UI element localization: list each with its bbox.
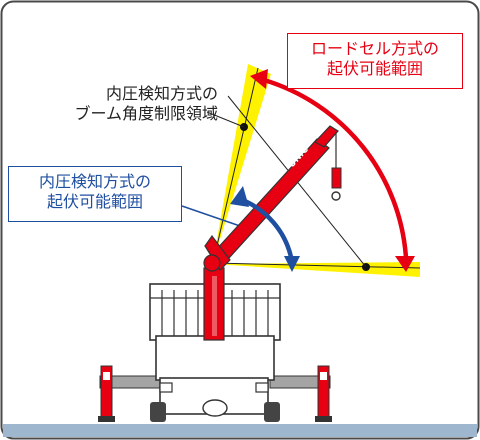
truck-cab [155,335,275,381]
boom-angle-limit-line-1: 内圧検知方式の [105,84,218,103]
load-cell-line-2: 起伏可能範囲 [326,59,423,78]
load-cell-range-label: ロードセル方式の 起伏可能範囲 [287,33,463,89]
left-wheel [150,402,166,422]
hook [331,191,341,201]
right-outrigger-beam [269,375,331,389]
boom-angle-leader [206,111,245,128]
pressure-sensing-line-2: 起伏可能範囲 [46,192,143,211]
lower-limit-line [212,262,421,269]
pressure-sensing-range-label: 内圧検知方式の 起伏可能範囲 [8,166,182,222]
boom-angle-limit-line-2: ブーム角度制限領域 [74,104,218,123]
left-jack-stripe [103,372,110,380]
column-highlight [212,276,217,336]
blue-arrow-head-upper [230,186,249,207]
right-wheel [264,402,280,422]
right-jack-stripe [320,372,327,380]
left-jack-pad [98,416,115,422]
red-arrow-head-upper [250,69,268,89]
upper-limit-line [212,67,259,264]
blue-arrow-head-lower [284,256,300,272]
right-jack-pad [315,416,332,422]
truck-tow-hook [202,399,228,417]
right-light [255,382,269,393]
boom-pivot [203,254,221,272]
left-light [159,382,173,393]
load-cell-line-1: ロードセル方式の [310,39,439,58]
blue-label-leader [181,205,241,227]
red-arrow-head-lower [395,256,415,272]
ground [3,424,477,437]
load-cell-range-arc [263,77,409,259]
boom-angle-limit-label: 内圧検知方式の ブーム角度制限領域 [40,84,218,124]
pressure-sensing-line-1: 内圧検知方式の [38,172,151,191]
upper-limit-wedge [213,64,271,262]
boom-section-tip [314,125,339,148]
hook-block [331,167,342,189]
